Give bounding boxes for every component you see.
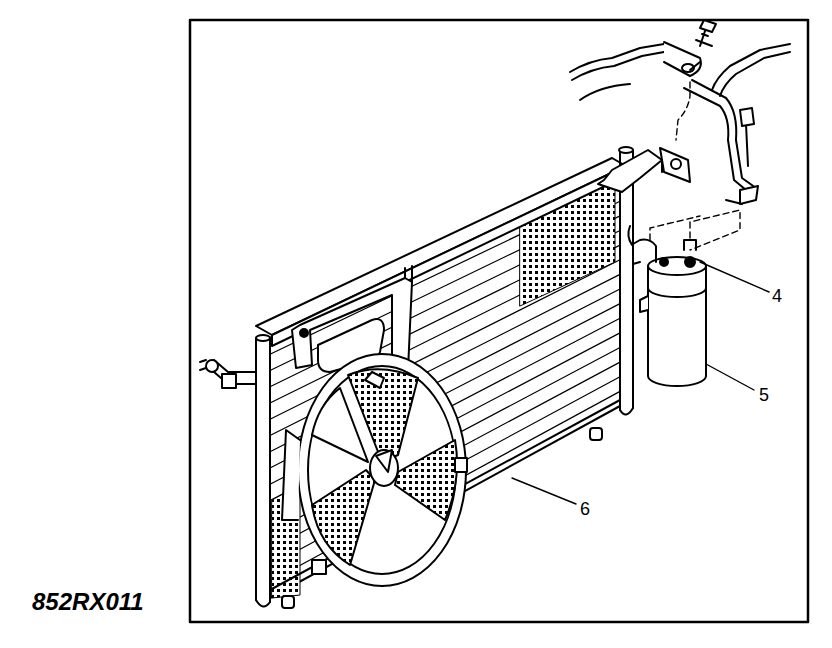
- leader-line: [512, 478, 576, 504]
- receiver-drier: [648, 266, 706, 386]
- callout-number: 5: [759, 386, 769, 404]
- leader-line: [700, 262, 769, 292]
- frame: [190, 20, 808, 622]
- callout-number: 6: [580, 500, 590, 518]
- callout-number: 4: [772, 287, 782, 305]
- figure-code: 852RX011: [32, 590, 144, 614]
- leader-line: [706, 364, 754, 390]
- fan-shroud: [298, 354, 466, 586]
